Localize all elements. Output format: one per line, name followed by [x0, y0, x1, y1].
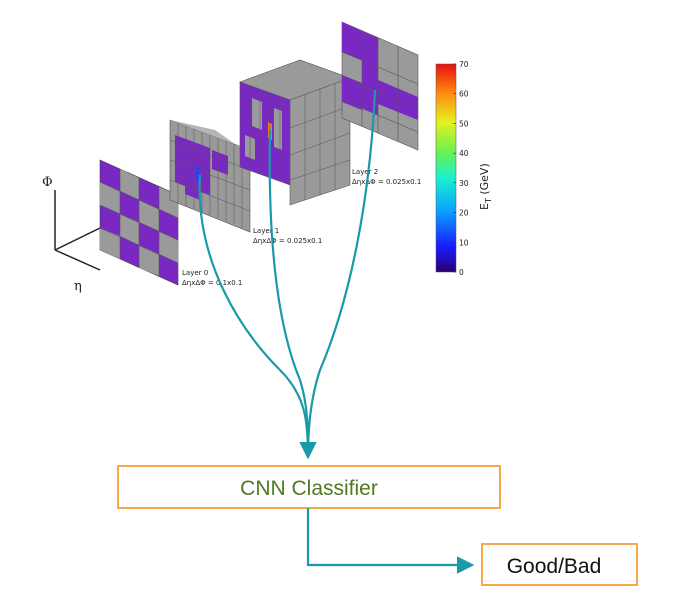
layer-1-grid: Layer 1 ΔηxΔΦ = 0.025x0.1	[169, 119, 322, 245]
colorbar-label: ET (GeV)	[478, 163, 493, 210]
colorbar-tick-label: 30	[459, 179, 469, 188]
layer-1-name: Layer 1	[253, 227, 279, 235]
layer-2-granularity: ΔηxΔΦ = 0.025x0.1	[352, 178, 421, 186]
connection-arrows	[198, 89, 377, 460]
phi-axis-label: Φ	[42, 175, 53, 190]
eta-axis-label: η	[74, 279, 82, 294]
output-box: Good/Bad	[481, 543, 638, 586]
cnn-classifier-label: CNN Classifier	[240, 477, 378, 500]
colorbar-tick-label: 20	[459, 209, 469, 218]
arrow-to-output	[306, 508, 475, 574]
output-label: Good/Bad	[507, 555, 602, 578]
colorbar-tick-label: 50	[459, 119, 469, 128]
arrow-from-layer-2	[268, 129, 310, 456]
colorbar-gradient	[435, 63, 457, 273]
colorbar-tick-label: 70	[459, 60, 469, 69]
layer-0-grid: Layer 0 ΔηxΔΦ = 0.1x0.1	[99, 159, 242, 287]
axis-frame: Φ η	[42, 175, 101, 294]
layer-1-granularity: ΔηxΔΦ = 0.025x0.1	[253, 237, 322, 245]
cnn-classifier-box: CNN Classifier	[117, 465, 501, 509]
colorbar-tick-label: 40	[459, 149, 469, 158]
colorbar-tick-label: 10	[459, 238, 469, 247]
colorbar: 0 10 20 30 40 50 60 70 ET (GeV)	[435, 60, 493, 277]
layer-0-granularity: ΔηxΔΦ = 0.1x0.1	[182, 279, 242, 287]
arrow-from-layer-1	[198, 174, 317, 460]
layer-2-name: Layer 2	[352, 168, 378, 176]
layer-2-grid: Layer 2 ΔηxΔΦ = 0.025x0.1	[239, 59, 421, 206]
layer-3-grid	[341, 21, 419, 151]
arrow-from-layer-3	[306, 89, 377, 456]
colorbar-ticks: 0 10 20 30 40 50 60 70	[453, 60, 469, 277]
colorbar-tick-label: 0	[459, 268, 464, 277]
colorbar-tick-label: 60	[459, 90, 469, 99]
layer-0-name: Layer 0	[182, 269, 208, 277]
